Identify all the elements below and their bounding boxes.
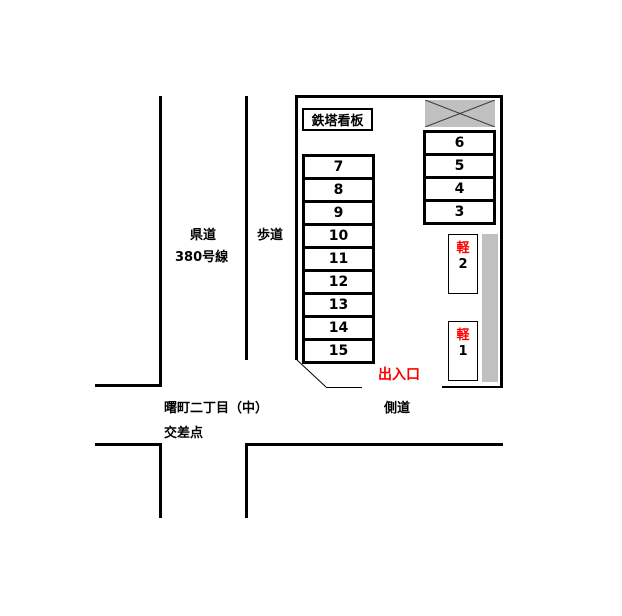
tower-sign: 鉄塔看板 bbox=[302, 108, 373, 131]
road-edge-right-lower bbox=[245, 443, 248, 518]
prefectural-road-number-label: 380号線 bbox=[175, 250, 229, 265]
kei-stall-1[interactable]: 軽 1 bbox=[448, 321, 478, 381]
intersection-label: 曙町二丁目（中） bbox=[164, 401, 269, 416]
parking-stall-7[interactable]: 7 bbox=[302, 154, 375, 180]
kei-stall-2[interactable]: 軽 2 bbox=[448, 234, 478, 294]
cross-icon bbox=[425, 100, 495, 127]
lot-boundary-bottom-left bbox=[326, 387, 362, 388]
sidewalk-label: 歩道 bbox=[257, 228, 284, 243]
unavailable-area-x bbox=[425, 100, 495, 127]
parking-stall-10[interactable]: 10 bbox=[302, 223, 375, 249]
parking-stall-3[interactable]: 3 bbox=[423, 199, 496, 225]
lot-corner-chamfer bbox=[296, 359, 327, 388]
gray-strip bbox=[482, 234, 498, 382]
kei-type-label: 軽 bbox=[456, 328, 470, 343]
kei-stall-number: 2 bbox=[458, 257, 468, 272]
road-edge-left-corner-bottom bbox=[95, 443, 162, 446]
intersection-label-2: 交差点 bbox=[164, 426, 204, 441]
entrance-label: 出入口 bbox=[378, 367, 420, 383]
lot-boundary-right bbox=[500, 95, 503, 388]
prefectural-road-label: 県道 bbox=[190, 228, 217, 243]
kei-stall-number: 1 bbox=[458, 344, 468, 359]
lot-boundary-top bbox=[295, 95, 503, 98]
side-road-edge-bottom bbox=[245, 443, 503, 446]
kei-type-label: 軽 bbox=[456, 241, 470, 256]
road-edge-left-lower bbox=[159, 443, 162, 518]
lot-boundary-left bbox=[295, 95, 298, 360]
road-edge-right-upper bbox=[245, 96, 248, 360]
road-edge-left-upper bbox=[159, 96, 162, 386]
side-road-label: 側道 bbox=[384, 401, 411, 416]
parking-stall-15[interactable]: 15 bbox=[302, 338, 375, 364]
road-edge-left-corner-top bbox=[95, 384, 162, 387]
lot-boundary-bottom-right bbox=[442, 386, 503, 388]
